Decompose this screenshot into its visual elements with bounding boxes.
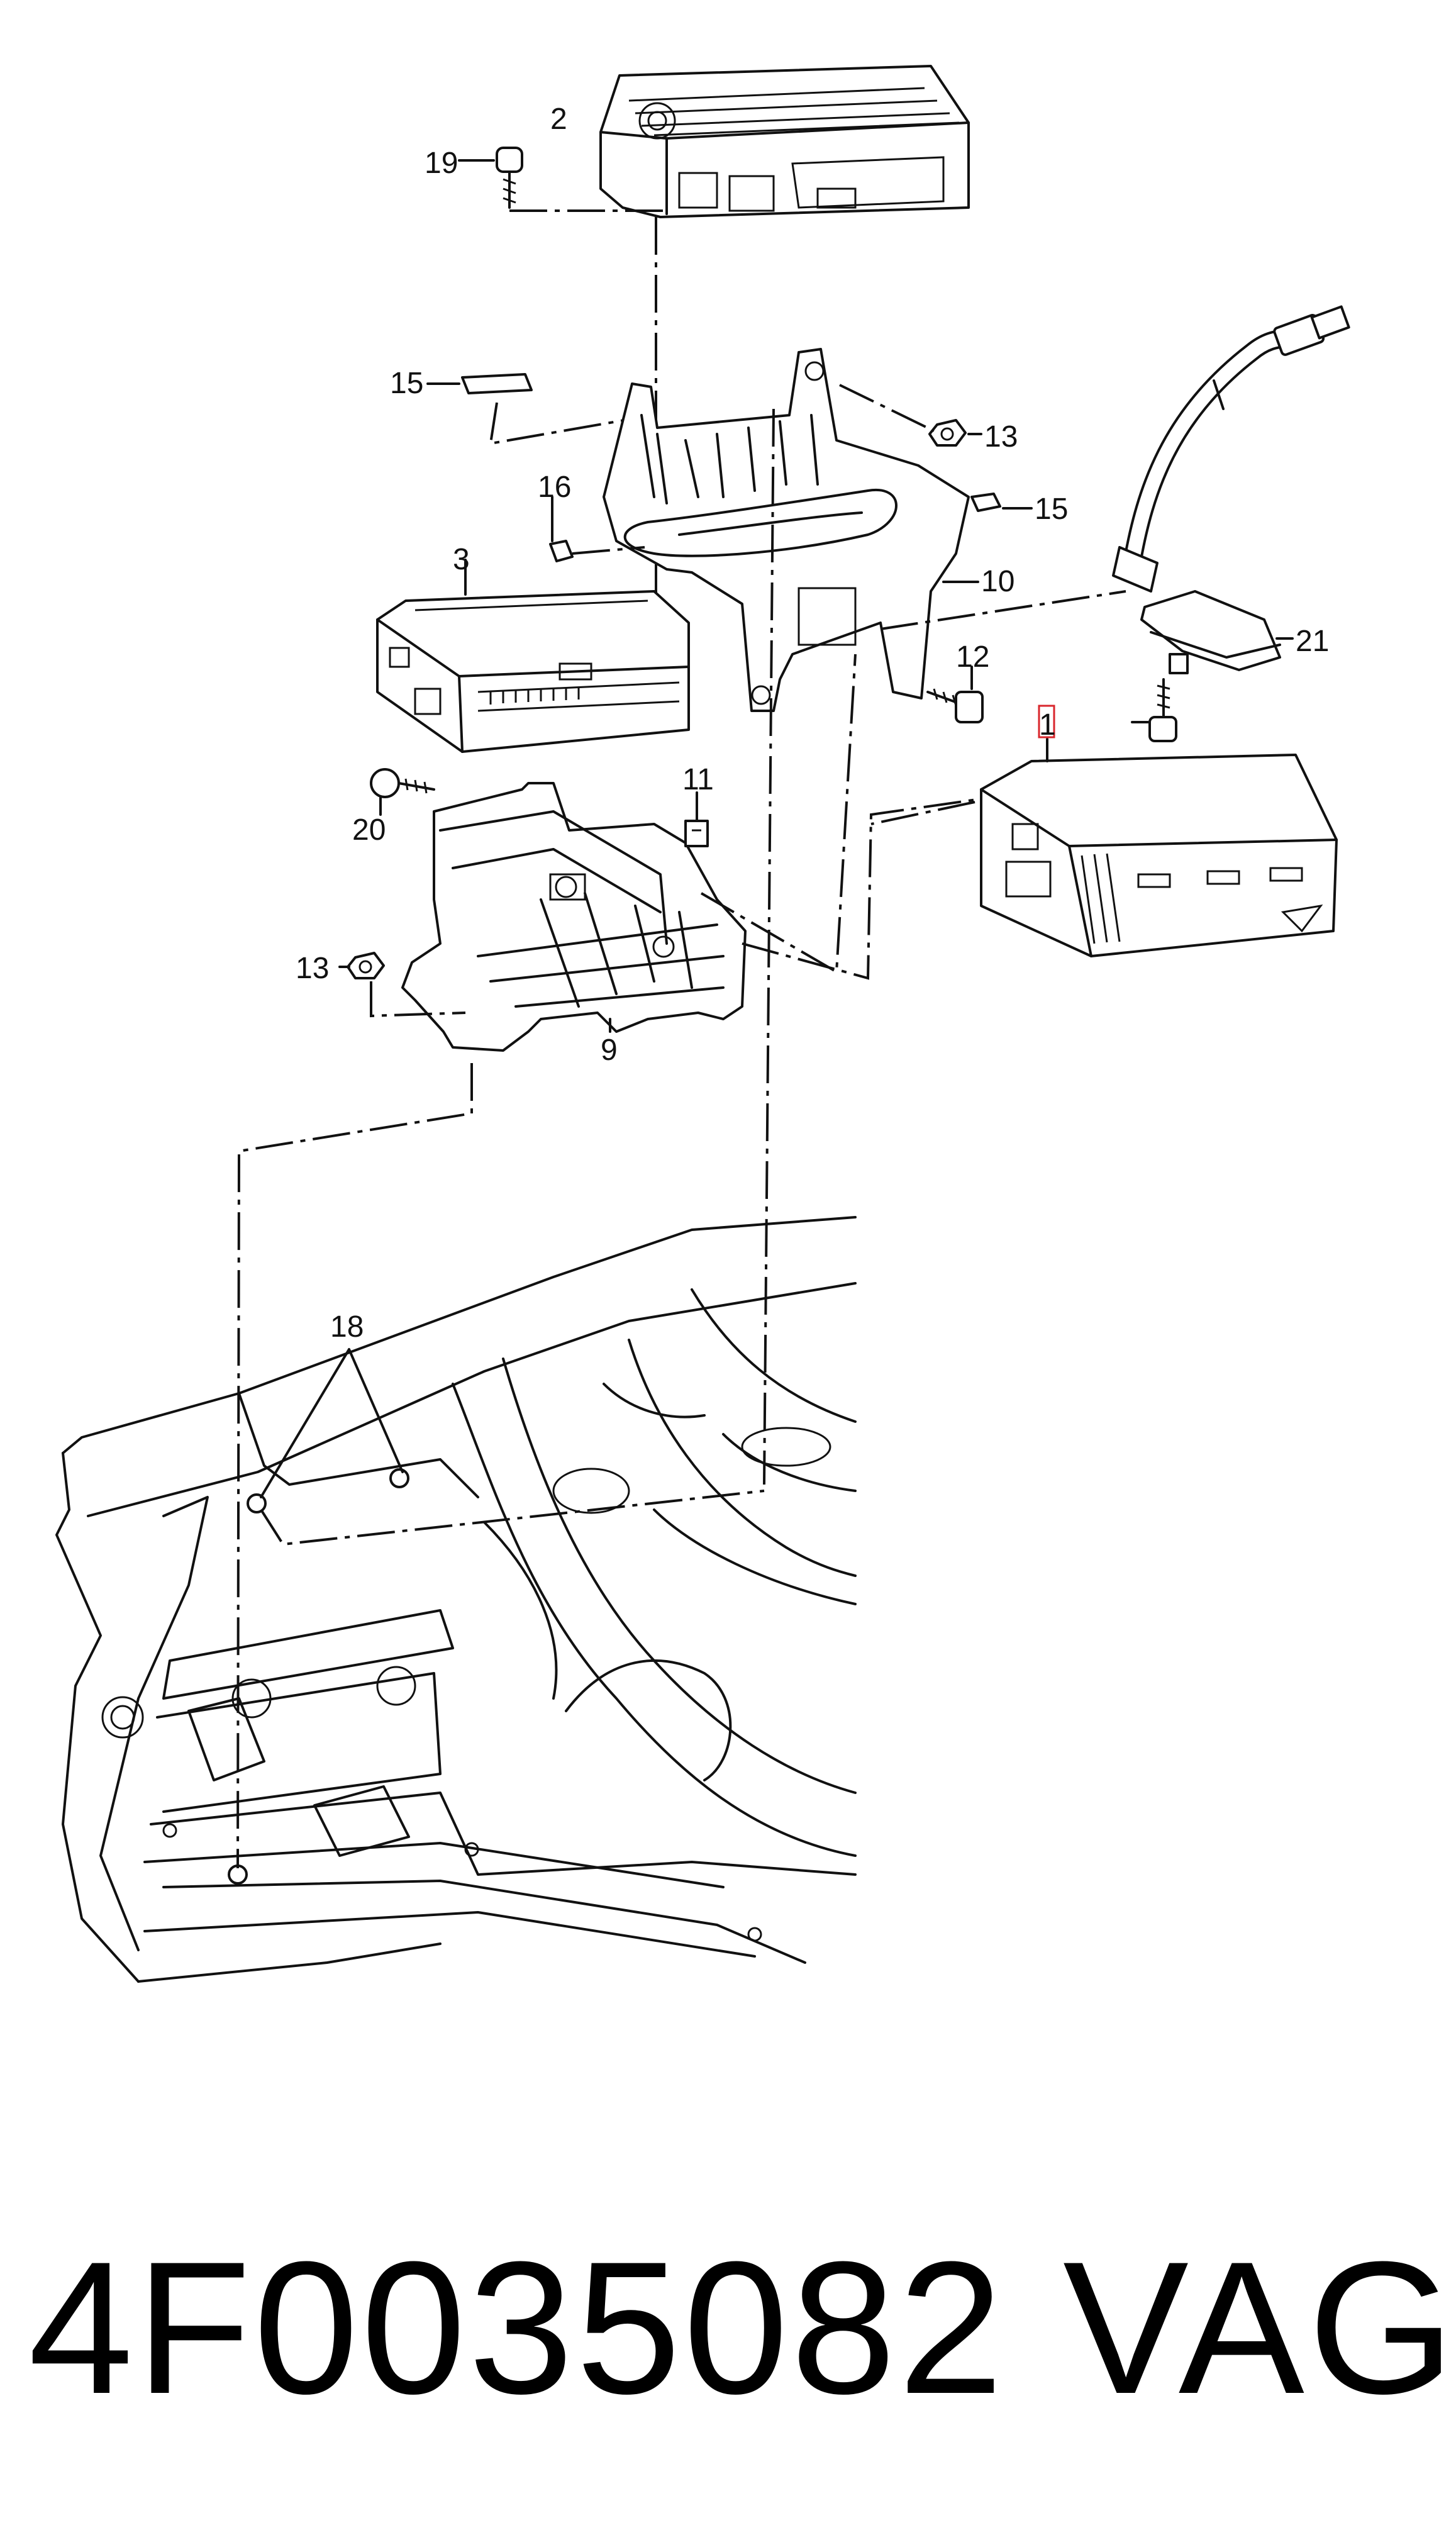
callout-labels: 2 19 15 13 15 16 10 3 12 11 20 13 9 21 1… bbox=[296, 103, 1329, 1344]
screw-part-16 bbox=[458, 147, 667, 212]
callout-17: 18 bbox=[330, 1310, 364, 1344]
callout-11: 11 bbox=[682, 763, 714, 796]
callout-2: 2 bbox=[550, 103, 567, 136]
callout-14: 15 bbox=[390, 367, 423, 400]
bracket-part-10 bbox=[603, 348, 979, 712]
receiver-part-1 bbox=[980, 738, 1338, 957]
cable-part-21 bbox=[1112, 305, 1350, 593]
amplifier-part-2 bbox=[599, 65, 970, 218]
screw-part-20 bbox=[1131, 678, 1177, 742]
nut-part-13-lower bbox=[338, 952, 466, 1018]
part-number: 4F0035082 bbox=[28, 2222, 1006, 2433]
clip-part-11 bbox=[684, 791, 709, 847]
callout-19: 21 bbox=[1296, 625, 1329, 658]
callout-15-left: 16 bbox=[538, 471, 571, 504]
screw-part-12 bbox=[926, 666, 984, 723]
nut-part-13-upper bbox=[839, 384, 982, 447]
brand-name: VAG bbox=[1063, 2222, 1456, 2433]
pad-part-14 bbox=[426, 373, 636, 445]
callout-9: 9 bbox=[601, 1034, 618, 1067]
vehicle-body-section bbox=[55, 1216, 857, 1983]
callout-13-lower: 13 bbox=[296, 952, 329, 985]
callout-18: 20 bbox=[352, 813, 386, 847]
footer: 4F0035082 VAG bbox=[0, 2227, 1456, 2428]
antenna-module-part-19 bbox=[1140, 590, 1294, 674]
screw-part-18 bbox=[370, 768, 435, 816]
callout-13-upper: 13 bbox=[984, 420, 1018, 454]
callout-1: 1 bbox=[1039, 708, 1056, 742]
callout-1-highlight-box bbox=[1038, 705, 1055, 738]
clip-part-15-left bbox=[549, 496, 645, 562]
callout-12: 12 bbox=[956, 640, 989, 674]
module-part-3 bbox=[376, 559, 690, 753]
callout-10: 10 bbox=[981, 565, 1014, 598]
bracket-part-9 bbox=[401, 782, 747, 1052]
callout-16: 19 bbox=[425, 147, 458, 180]
callout-3: 3 bbox=[453, 543, 470, 576]
callout-15-right: 15 bbox=[1035, 493, 1068, 526]
clip-part-15-right bbox=[970, 493, 1033, 512]
